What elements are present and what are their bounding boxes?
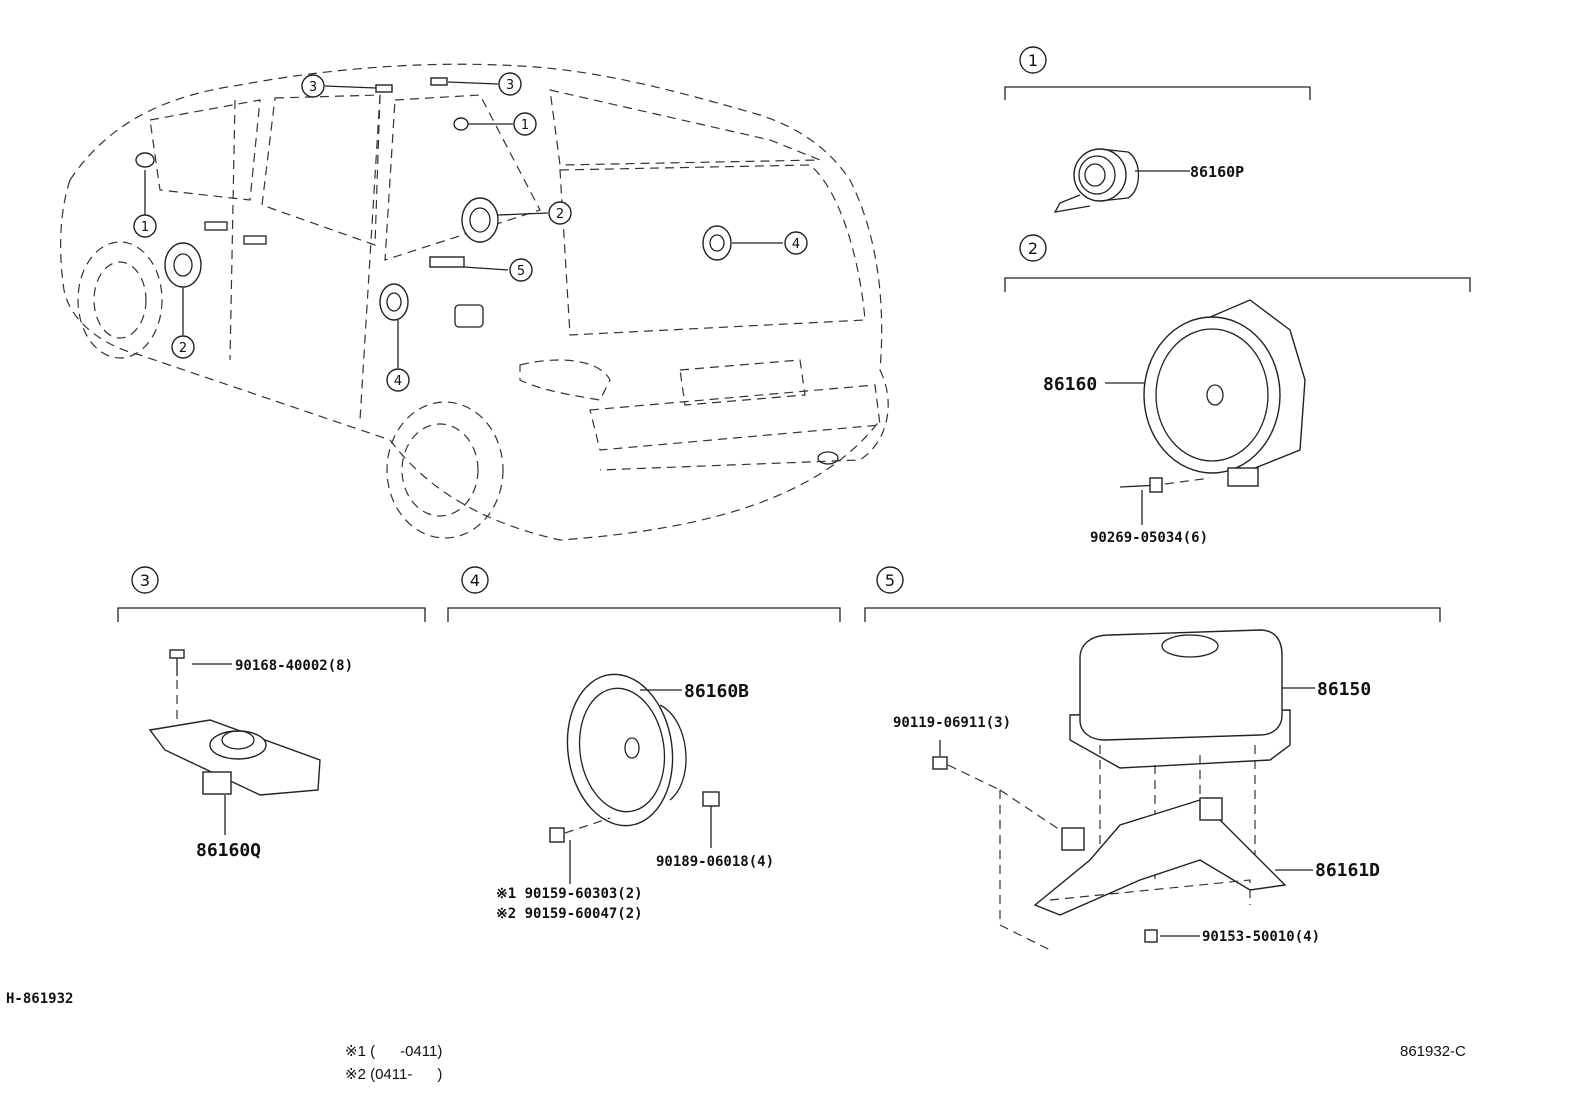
callout-1-a: 1 (141, 220, 149, 235)
part-86160P: 86160P (1190, 163, 1244, 181)
section-2-number: 2 (1028, 239, 1038, 258)
callout-1-b: 1 (521, 118, 529, 133)
callout-5: 5 (517, 264, 525, 279)
section-1: 1 86160P (1004, 46, 1311, 213)
callout-2-b: 2 (556, 207, 564, 222)
drawing-code: 861932-C (1400, 1043, 1466, 1060)
part-86161D: 86161D (1315, 860, 1380, 881)
part-86160: 86160 (1043, 374, 1097, 395)
part-86160Q: 86160Q (196, 840, 261, 861)
callout-4-b: 4 (394, 374, 402, 389)
section-5-number: 5 (885, 571, 895, 590)
section-5: 5 86150 90119-06911(3) 86161D 90153-5001… (864, 566, 1441, 951)
note-1: ※1 ( -0411) (345, 1043, 442, 1060)
section-3-number: 3 (140, 571, 150, 590)
section-1-number: 1 (1028, 51, 1038, 70)
section-4-number: 4 (470, 571, 480, 590)
part-86150: 86150 (1317, 679, 1371, 700)
part-90168-40002: 90168-40002(8) (235, 658, 353, 674)
callout-3-a: 3 (309, 80, 317, 95)
part-90269-05034: 90269-05034(6) (1090, 530, 1208, 546)
part-90159-60047: ※2 90159-60047(2) (496, 906, 643, 922)
section-2: 2 86160 90269-05034(6) (1004, 234, 1471, 546)
section-4: 4 86160B 90189-06018(4) ※1 90159-60303(2… (447, 566, 841, 922)
part-90189-06018: 90189-06018(4) (656, 854, 774, 870)
callout-3-b: 3 (506, 78, 514, 93)
part-90153-50010: 90153-50010(4) (1202, 929, 1320, 945)
part-86160B: 86160B (684, 681, 749, 702)
part-90119-06911: 90119-06911(3) (893, 715, 1011, 731)
vehicle-overview: 1 2 2 4 4 5 1 3 3 (60, 63, 889, 541)
note-2: ※2 (0411- ) (345, 1066, 442, 1083)
callout-2-a: 2 (179, 341, 187, 356)
reference-id: H-861932 (6, 991, 73, 1007)
part-90159-60303: ※1 90159-60303(2) (496, 886, 643, 902)
callout-4-a: 4 (792, 237, 800, 252)
section-3: 3 90168-40002(8) 86160Q (117, 566, 426, 861)
